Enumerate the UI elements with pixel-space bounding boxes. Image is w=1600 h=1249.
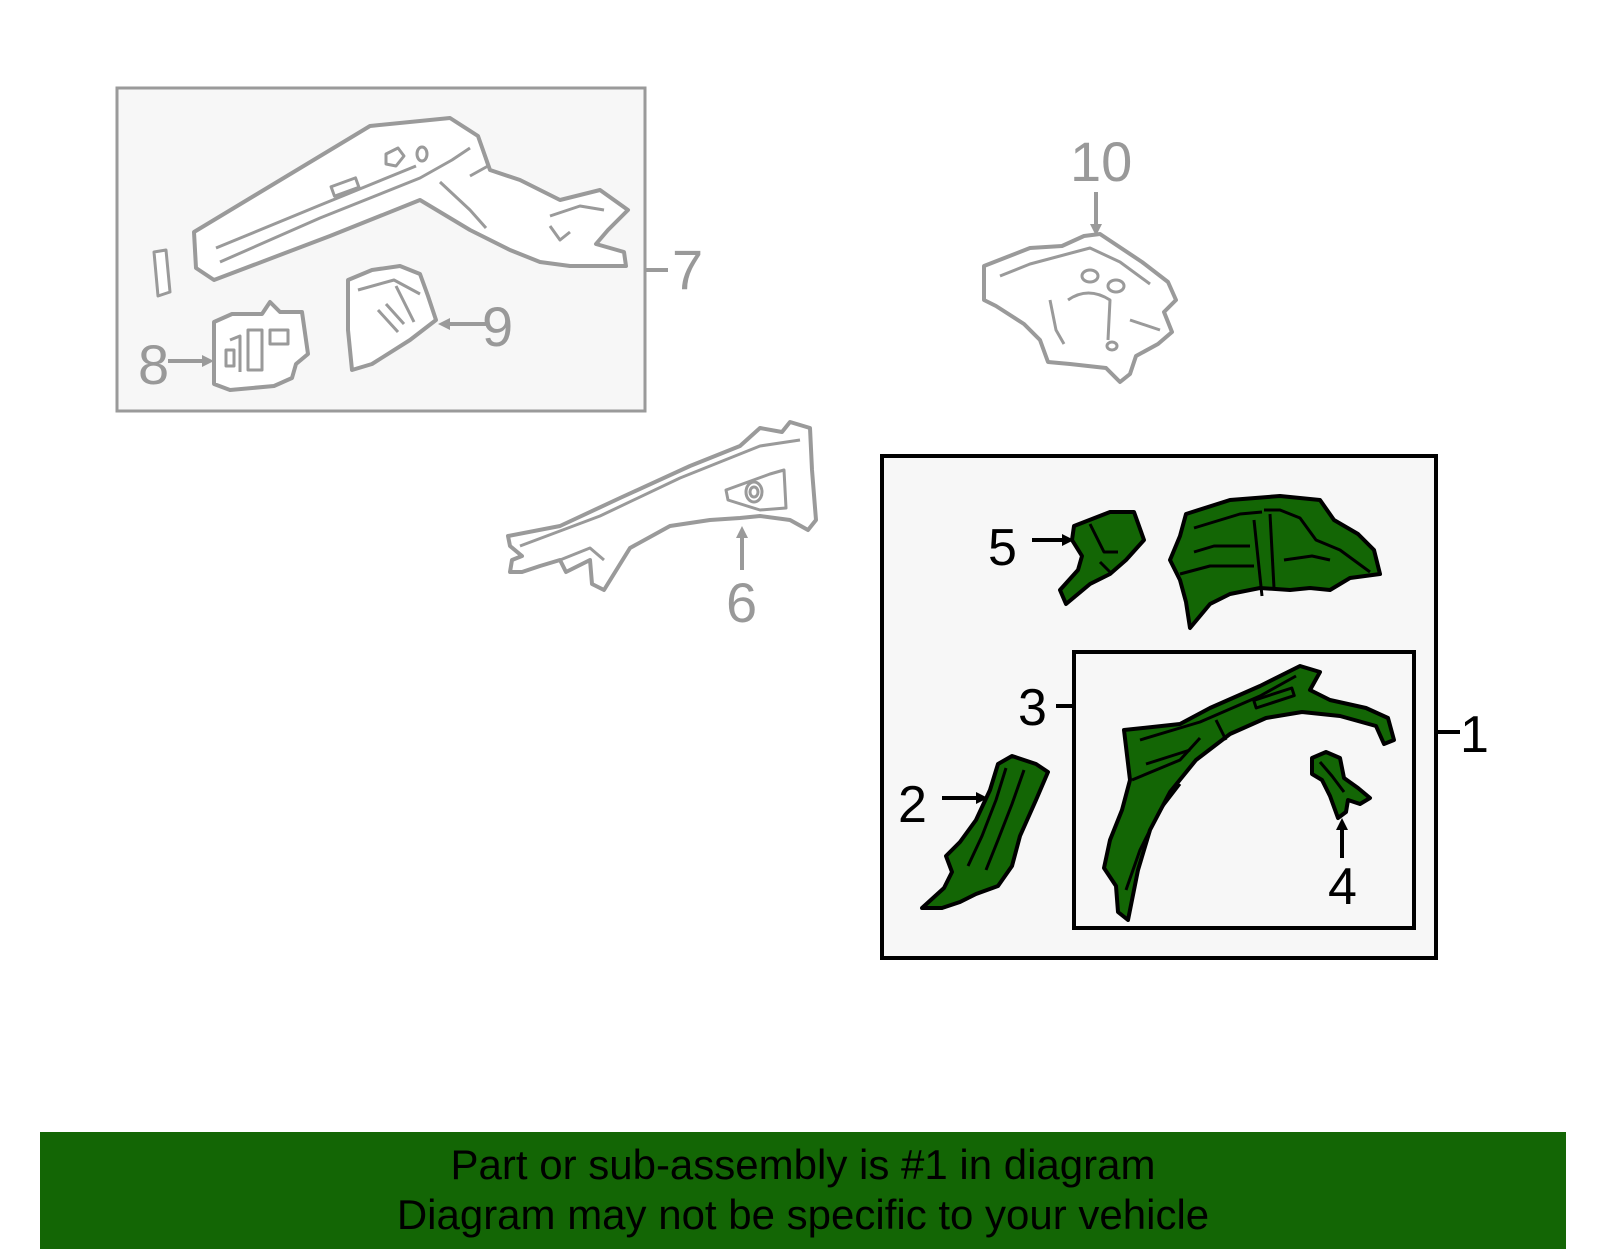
- arrow-8-icon: [202, 355, 214, 367]
- arrow-5-icon: [1062, 534, 1074, 546]
- callout-9: 9: [482, 295, 513, 358]
- callout-2: 2: [898, 776, 927, 834]
- group-3-box: [1072, 650, 1416, 930]
- callout-10: 10: [1070, 130, 1132, 193]
- arrow-10-icon: [1090, 224, 1102, 236]
- part-2-extension[interactable]: [920, 754, 1050, 910]
- callout-6: 6: [726, 571, 757, 634]
- info-banner: Part or sub-assembly is #1 in diagram Di…: [40, 1132, 1566, 1249]
- callout-4: 4: [1328, 858, 1357, 916]
- banner-line-1: Part or sub-assembly is #1 in diagram: [450, 1141, 1156, 1188]
- part-9-gusset[interactable]: [346, 264, 438, 372]
- arrow-9-icon: [438, 318, 450, 330]
- part-7-frame-rail[interactable]: [152, 116, 630, 298]
- part-8-bracket[interactable]: [212, 300, 310, 392]
- callout-7: 7: [672, 238, 703, 301]
- callout-8: 8: [138, 333, 169, 396]
- part-10-panel[interactable]: [982, 232, 1178, 384]
- arrow-4-icon: [1336, 818, 1348, 830]
- callout-5: 5: [988, 519, 1017, 577]
- banner-line-2: Diagram may not be specific to your vehi…: [396, 1191, 1210, 1238]
- arrow-2-icon: [976, 792, 988, 804]
- part-6-apron[interactable]: [506, 420, 818, 592]
- part-wheelhouse-upper[interactable]: [1168, 494, 1382, 630]
- callout-1: 1: [1460, 706, 1489, 764]
- part-5-bracket[interactable]: [1058, 510, 1146, 606]
- arrow-6-icon: [736, 526, 748, 538]
- callout-3: 3: [1018, 679, 1047, 737]
- part-4-bracket[interactable]: [1310, 750, 1372, 820]
- part-3-wheelhouse[interactable]: [1102, 664, 1396, 922]
